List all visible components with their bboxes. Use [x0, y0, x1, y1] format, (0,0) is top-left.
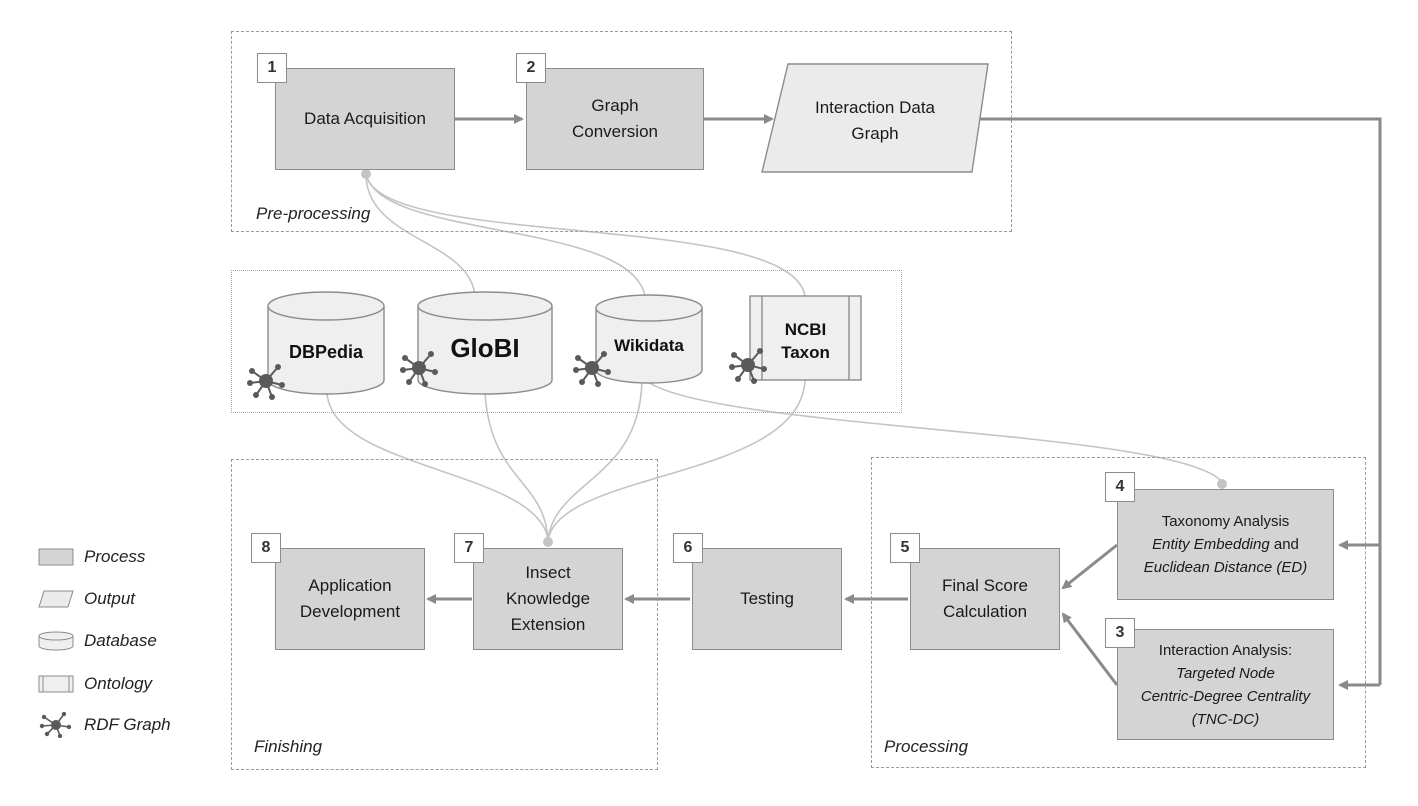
legend-process-swatch: [38, 548, 74, 566]
taxonomy-analysis-title: Taxonomy Analysis: [1161, 513, 1290, 530]
testing-box: Testing: [692, 548, 842, 650]
step-number-7: 7: [454, 533, 484, 563]
step-number-4: 4: [1105, 472, 1135, 502]
taxonomy-analysis-method: Entity Embedding and: [1152, 533, 1299, 556]
interaction-data-graph-label: Interaction Data Graph: [814, 98, 935, 143]
preprocessing-group: [231, 31, 1012, 232]
connector-dbpedia-insect: [326, 391, 549, 541]
wikidata-label: Wikidata: [614, 336, 684, 355]
step-number-2: 2: [516, 53, 546, 83]
interaction-analysis-box: Interaction Analysis: Targeted Node Cent…: [1117, 629, 1334, 740]
dbpedia-label: DBPedia: [288, 342, 364, 362]
entity-embedding-text: Entity Embedding: [1152, 536, 1270, 553]
legend-output: Output: [38, 587, 135, 611]
legend-rdf-graph-icon: [39, 712, 72, 738]
testing-label: Testing: [740, 589, 794, 608]
taxonomy-analysis-box: Taxonomy Analysis Entity Embedding and E…: [1117, 489, 1334, 600]
legend-output-swatch: [38, 590, 74, 608]
connector-node-taxonomy: [1217, 479, 1227, 489]
interaction-analysis-title: Interaction Analysis:: [1158, 641, 1293, 659]
graph-conversion-box: Graph Conversion: [526, 68, 704, 170]
legend-database-swatch: [38, 631, 74, 651]
connector-wikidata-taxonomy: [647, 381, 1223, 483]
connector-node-insect: [543, 537, 553, 547]
processing-label: Processing: [884, 737, 969, 756]
data-sources-group: [231, 270, 902, 413]
flow-arrows: [426, 114, 1382, 690]
legend-process: Process: [38, 545, 145, 569]
step-number-5: 5: [890, 533, 920, 563]
targeted-node-text: Targeted Node: [1176, 664, 1275, 682]
finishing-group: [231, 459, 658, 770]
tnc-dc-text: (TNC-DC): [1191, 710, 1260, 728]
centric-degree-text: Centric-Degree Centrality: [1140, 687, 1311, 705]
preprocessing-label: Pre-processing: [256, 204, 371, 223]
and-text: and: [1269, 536, 1299, 553]
euclidean-distance-text: Euclidean Distance (ED): [1143, 559, 1308, 576]
connector-globi-insect: [484, 391, 549, 541]
legend-output-label: Output: [84, 589, 136, 608]
final-score-box: Final Score Calculation: [910, 548, 1060, 650]
legend-ontology-label: Ontology: [84, 674, 153, 693]
legend-process-label: Process: [84, 547, 146, 566]
data-acquisition-label: Data Acquisition: [304, 109, 426, 128]
legend-database-label: Database: [84, 631, 157, 650]
arrow-output-route: [973, 117, 1382, 685]
legend-rdf-graph-label: RDF Graph: [84, 715, 171, 734]
insect-knowledge-box: Insect Knowledge Extension: [473, 548, 623, 650]
connector-node-acq: [361, 169, 371, 179]
legend-ontology: Ontology: [38, 672, 152, 696]
connector-acq-dbpedia: [365, 173, 476, 297]
connector-wikidata-insect: [547, 379, 643, 541]
insect-knowledge-label: Insect Knowledge Extension: [505, 563, 591, 634]
finishing-label: Finishing: [254, 737, 323, 756]
step-number-3: 3: [1105, 618, 1135, 648]
globi-label: GloBI: [450, 333, 520, 363]
ncbi-taxon-label: NCBI Taxon: [781, 320, 830, 362]
final-score-label: Final Score Calculation: [942, 576, 1028, 621]
step-number-8: 8: [251, 533, 281, 563]
graph-conversion-label: Graph Conversion: [572, 96, 658, 141]
processing-group: [871, 457, 1366, 768]
arrow-4-5: [1061, 543, 1118, 590]
legend-database: Database: [38, 629, 157, 653]
application-development-box: Application Development: [275, 548, 425, 650]
data-acquisition-box: Data Acquisition: [275, 68, 455, 170]
step-number-1: 1: [257, 53, 287, 83]
arrow-3-5: [1061, 612, 1119, 686]
legend-ontology-swatch: [38, 675, 74, 693]
application-development-label: Application Development: [299, 576, 401, 621]
legend-rdf-graph: RDF Graph: [38, 712, 171, 738]
step-number-6: 6: [673, 533, 703, 563]
